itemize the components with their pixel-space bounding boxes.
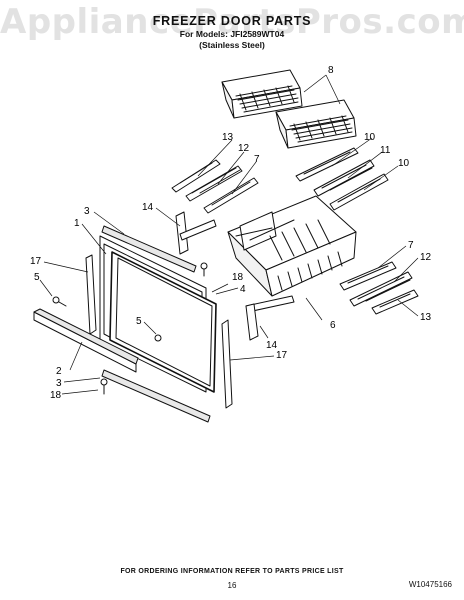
callout-5-left: 5	[34, 272, 40, 283]
slide-rail-12-upper	[185, 165, 243, 202]
callout-1: 1	[74, 218, 80, 229]
callout-13-upper: 13	[222, 132, 234, 143]
callout-11: 11	[380, 145, 391, 156]
callout-8: 8	[328, 65, 334, 76]
callout-3-top: 3	[84, 206, 90, 217]
callout-17-right: 17	[276, 350, 288, 361]
callout-13-lower: 13	[420, 312, 432, 323]
screw-18-bottom	[100, 378, 108, 395]
door-trim-top	[101, 225, 197, 273]
screw-5-left	[52, 296, 67, 307]
callout-4: 4	[240, 284, 246, 295]
door-outer-panel	[109, 251, 217, 393]
side-trim-17-right	[221, 319, 233, 409]
screw-5-center	[154, 334, 162, 342]
ordering-info: FOR ORDERING INFORMATION REFER TO PARTS …	[120, 568, 344, 575]
slide-rail-11	[313, 159, 375, 197]
callout-5-center: 5	[136, 316, 142, 327]
callout-10-lower: 10	[398, 158, 410, 169]
upper-basket-back	[221, 69, 303, 119]
slide-rail-12-lower	[349, 271, 413, 307]
side-trim-17-left	[85, 254, 97, 335]
upper-basket-front	[275, 99, 357, 149]
callout-14-lower: 14	[266, 340, 278, 351]
slide-rail-7-upper	[203, 177, 259, 214]
finish-line: (Stainless Steel)	[199, 40, 265, 50]
page-title: FREEZER DOOR PARTS	[152, 14, 312, 28]
freezer-bin	[227, 195, 357, 297]
page-number: 16	[227, 581, 237, 590]
callout-7-upper: 7	[254, 154, 260, 165]
screw-18-top	[200, 262, 208, 277]
callout-3-bottom: 3	[56, 378, 62, 389]
callout-12-lower: 12	[420, 252, 432, 263]
callout-18-top: 18	[232, 272, 244, 283]
bracket-14-lower	[245, 295, 295, 341]
bracket-14-upper	[175, 211, 217, 255]
slide-rail-7-lower	[339, 261, 397, 291]
callout-6: 6	[330, 320, 336, 331]
slide-rail-13-lower	[371, 289, 419, 315]
watermark: AppliancePartsPros.com	[0, 2, 464, 42]
callout-17-left: 17	[30, 256, 42, 267]
callout-2: 2	[56, 366, 62, 377]
callout-7-lower: 7	[408, 240, 414, 251]
callout-12-upper: 12	[238, 143, 250, 154]
document-number: W10475166	[408, 580, 452, 589]
model-line: For Models: JFI2589WT04	[179, 29, 285, 39]
door-handle	[33, 308, 139, 373]
slide-rail-10-top	[295, 147, 359, 182]
callout-18-bottom: 18	[50, 390, 62, 401]
callout-14-upper: 14	[142, 202, 154, 213]
callout-10-top: 10	[364, 132, 376, 143]
door-trim-bottom	[101, 369, 211, 423]
